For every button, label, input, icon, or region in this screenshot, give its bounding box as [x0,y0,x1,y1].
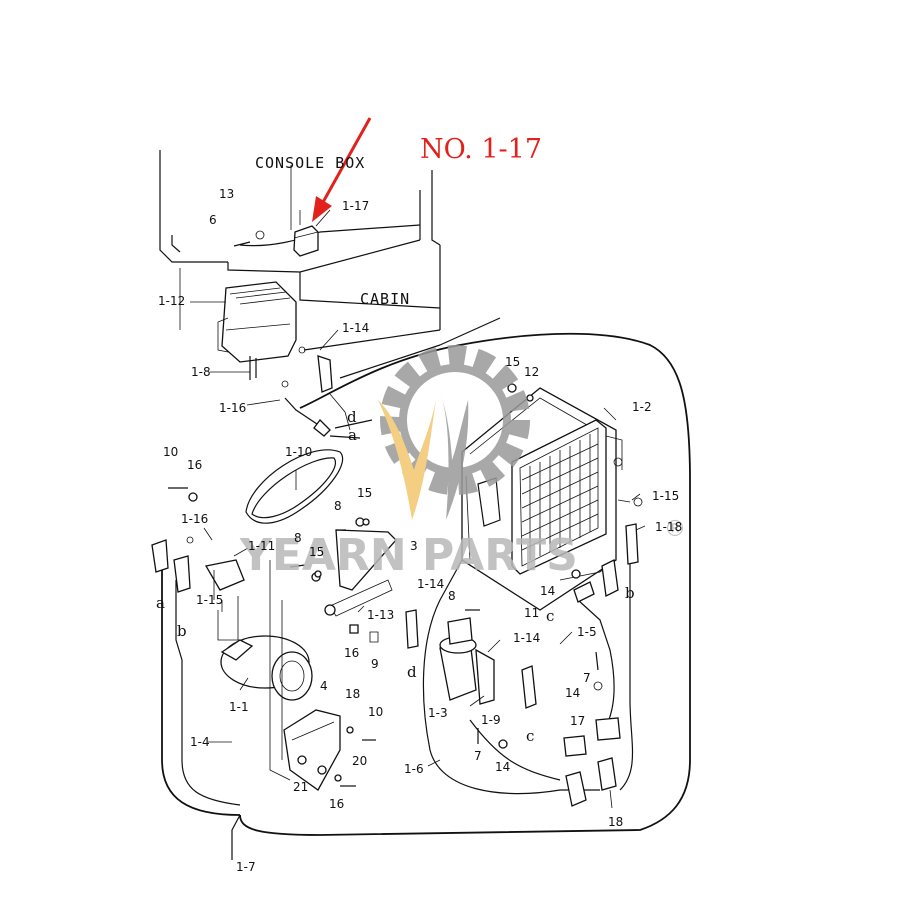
label-1-15-left: 1-15 [196,593,223,607]
watermark-text: YEARN PARTS [239,530,578,581]
watermark-logo: YEARN PARTS ® [239,345,686,581]
label-1-18: 1-18 [655,520,682,534]
receiver-drier [439,617,495,705]
label-1-12: 1-12 [158,294,185,308]
watermark-flame-icon [378,400,436,520]
label-14-right: 14 [540,584,555,598]
label-1-4: 1-4 [190,735,210,749]
compressor [204,559,313,701]
callout-arrow [312,117,372,222]
label-a-top: a [348,426,357,444]
label-1-2: 1-2 [632,400,652,414]
label-1-14-mid: 1-14 [417,577,444,591]
label-18-mid: 18 [345,687,360,701]
label-21: 21 [293,780,308,794]
label-d-top: d [347,408,357,426]
watermark-registered-mark: ® [664,517,686,542]
label-1-8: 1-8 [191,365,211,379]
label-1-14-right: 1-14 [513,631,540,645]
watermark-flame-icon-2 [440,392,469,520]
label-1-16-left: 1-16 [181,512,208,526]
label-1-13: 1-13 [367,608,394,622]
label-cabin: CABIN [360,290,410,308]
label-b-left: b [177,622,187,640]
hose-clamps [563,717,621,809]
label-10-mid: 10 [368,705,383,719]
label-1-16-top: 1-16 [219,401,246,415]
label-8-mid: 8 [334,499,342,513]
label-14-lower: 14 [565,686,580,700]
label-11: 11 [524,606,539,620]
label-1-3: 1-3 [428,706,448,720]
label-13-top: 13 [219,187,234,201]
label-1-9: 1-9 [481,713,501,727]
label-7-mid: 7 [474,749,482,763]
label-7-right: 7 [583,671,591,685]
label-1-10: 1-10 [285,445,312,459]
callout-title: NO. 1-17 [420,134,542,165]
label-1-14-top: 1-14 [342,321,369,335]
label-16-mid: 16 [344,646,359,660]
label-17: 17 [570,714,585,728]
label-15-b: 15 [309,545,324,559]
label-1-5: 1-5 [577,625,597,639]
part-labels: CONSOLE BOX CABIN 13 6 1-17 1-12 1-14 1-… [156,154,682,874]
label-1-7: 1-7 [236,860,256,874]
label-16-left: 16 [187,458,202,472]
drive-belt [245,449,344,524]
label-6-top: 6 [209,213,217,227]
label-8-b: 8 [294,531,302,545]
label-c-right: c [546,607,554,625]
label-console-box: CONSOLE BOX [255,154,365,172]
label-12: 12 [524,365,539,379]
cabin-outline [159,150,501,379]
label-b-right: b [625,584,635,602]
label-1-1: 1-1 [229,700,249,714]
leader-lines [190,209,646,767]
label-1-17: 1-17 [342,199,369,213]
label-c-mid: c [526,727,534,745]
console-box-switch [290,165,319,257]
label-8-c: 8 [448,589,456,603]
fittings-and-bolts [151,230,643,787]
label-20: 20 [352,754,367,768]
label-16-bottom: 16 [329,797,344,811]
heater-unit [217,281,373,439]
hoses [161,332,691,860]
label-15-top: 15 [505,355,520,369]
label-1-6: 1-6 [404,762,424,776]
label-1-15-right: 1-15 [652,489,679,503]
label-a-left: a [156,594,165,612]
label-14-mid: 14 [495,760,510,774]
label-9: 9 [371,657,379,671]
label-d-mid: d [407,663,417,681]
label-4: 4 [320,679,328,693]
label-10-left: 10 [163,445,178,459]
label-18: 18 [608,815,623,829]
label-3: 3 [410,539,418,553]
label-15-mid: 15 [357,486,372,500]
mounting-bracket [269,560,341,791]
label-1-11: 1-11 [248,539,275,553]
tensioner-bracket [311,517,397,643]
